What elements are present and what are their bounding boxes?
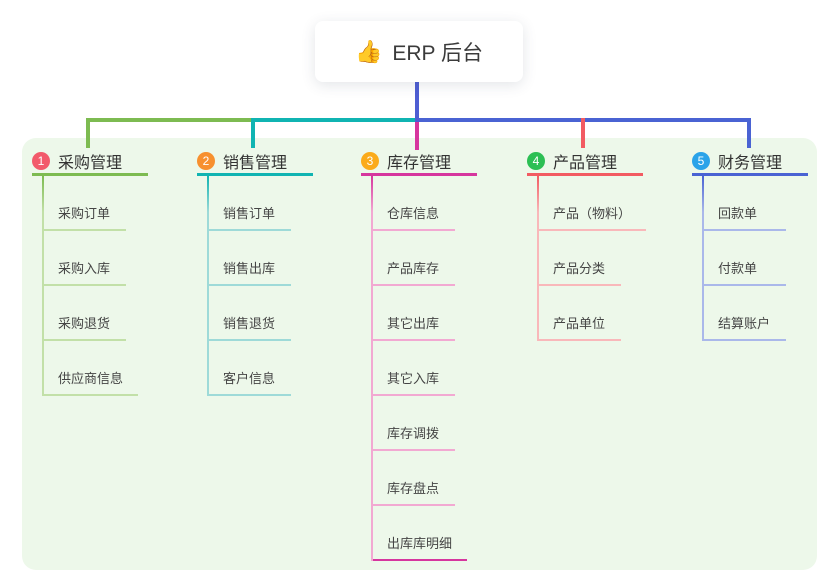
branch-children: 销售订单 销售出库 销售退货 客户信息 bbox=[207, 176, 291, 396]
branch-header-sales[interactable]: 2 销售管理 bbox=[197, 148, 313, 176]
mindmap-node[interactable]: 出库库明细 bbox=[371, 506, 468, 561]
mindmap-node[interactable]: 产品单位 bbox=[537, 286, 621, 341]
mindmap-node[interactable]: 仓库信息 bbox=[371, 176, 455, 231]
root-node[interactable]: 👍 ERP 后台 bbox=[315, 21, 523, 82]
mindmap-node[interactable]: 库存盘点 bbox=[371, 451, 455, 506]
mindmap-node[interactable]: 其它入库 bbox=[371, 341, 455, 396]
mindmap-node[interactable]: 采购订单 bbox=[42, 176, 126, 231]
branch-badge-3: 3 bbox=[361, 151, 379, 170]
branch-label: 销售管理 bbox=[223, 154, 288, 172]
root-node-label: ERP 后台 bbox=[392, 41, 484, 65]
connector-line-sales bbox=[251, 118, 419, 122]
branch-finance: 5 财务管理 回款单 付款单 结算账户 bbox=[692, 148, 808, 341]
mindmap-node[interactable]: 客户信息 bbox=[207, 341, 291, 396]
drop-line-product bbox=[581, 118, 585, 148]
mindmap-node[interactable]: 产品分类 bbox=[537, 231, 621, 286]
drop-line-purchase bbox=[86, 118, 90, 148]
mindmap-node[interactable]: 产品库存 bbox=[371, 231, 455, 286]
branch-header-finance[interactable]: 5 财务管理 bbox=[692, 148, 808, 176]
mindmap-node[interactable]: 采购入库 bbox=[42, 231, 126, 286]
mindmap-node[interactable]: 回款单 bbox=[702, 176, 786, 231]
branch-children: 采购订单 采购入库 采购退货 供应商信息 bbox=[42, 176, 139, 396]
mindmap-node[interactable]: 库存调拨 bbox=[371, 396, 455, 451]
drop-line-finance bbox=[747, 118, 751, 148]
branch-header-inventory[interactable]: 3 库存管理 bbox=[361, 148, 477, 176]
mindmap-node[interactable]: 销售订单 bbox=[207, 176, 291, 231]
mindmap-node[interactable]: 采购退货 bbox=[42, 286, 126, 341]
branch-label: 采购管理 bbox=[58, 154, 123, 172]
branch-children: 仓库信息 产品库存 其它出库 其它入库 库存调拨 库存盘点 出库库明细 bbox=[371, 176, 468, 561]
branch-label: 产品管理 bbox=[553, 154, 618, 172]
mindmap-node[interactable]: 销售退货 bbox=[207, 286, 291, 341]
branch-children: 产品（物料） 产品分类 产品单位 bbox=[537, 176, 647, 341]
branch-badge-5: 5 bbox=[692, 151, 710, 170]
drop-line-inventory bbox=[415, 122, 419, 150]
connector-line-purchase bbox=[86, 118, 255, 122]
branch-product: 4 产品管理 产品（物料） 产品分类 产品单位 bbox=[527, 148, 647, 341]
mindmap-node[interactable]: 结算账户 bbox=[702, 286, 786, 341]
mindmap-panel bbox=[22, 138, 817, 570]
mindmap-node[interactable]: 销售出库 bbox=[207, 231, 291, 286]
branch-header-purchase[interactable]: 1 采购管理 bbox=[32, 148, 148, 176]
mindmap-node[interactable]: 付款单 bbox=[702, 231, 786, 286]
branch-header-product[interactable]: 4 产品管理 bbox=[527, 148, 643, 176]
mindmap-node[interactable]: 产品（物料） bbox=[537, 176, 647, 231]
branch-badge-4: 4 bbox=[527, 151, 545, 170]
branch-badge-2: 2 bbox=[197, 151, 215, 170]
branch-label: 财务管理 bbox=[718, 154, 783, 172]
root-connector-line bbox=[415, 82, 419, 122]
mindmap-node[interactable]: 供应商信息 bbox=[42, 341, 139, 396]
branch-children: 回款单 付款单 结算账户 bbox=[702, 176, 786, 341]
thumbs-up-icon: 👍 bbox=[354, 38, 383, 64]
branch-purchase: 1 采购管理 采购订单 采购入库 采购退货 供应商信息 bbox=[32, 148, 148, 396]
branch-inventory: 3 库存管理 仓库信息 产品库存 其它出库 其它入库 库存调拨 库存盘点 出库库… bbox=[361, 148, 477, 561]
branch-badge-1: 1 bbox=[32, 151, 50, 170]
branch-sales: 2 销售管理 销售订单 销售出库 销售退货 客户信息 bbox=[197, 148, 313, 396]
branch-label: 库存管理 bbox=[387, 154, 452, 172]
drop-line-sales bbox=[251, 118, 255, 148]
mindmap-node[interactable]: 其它出库 bbox=[371, 286, 455, 341]
